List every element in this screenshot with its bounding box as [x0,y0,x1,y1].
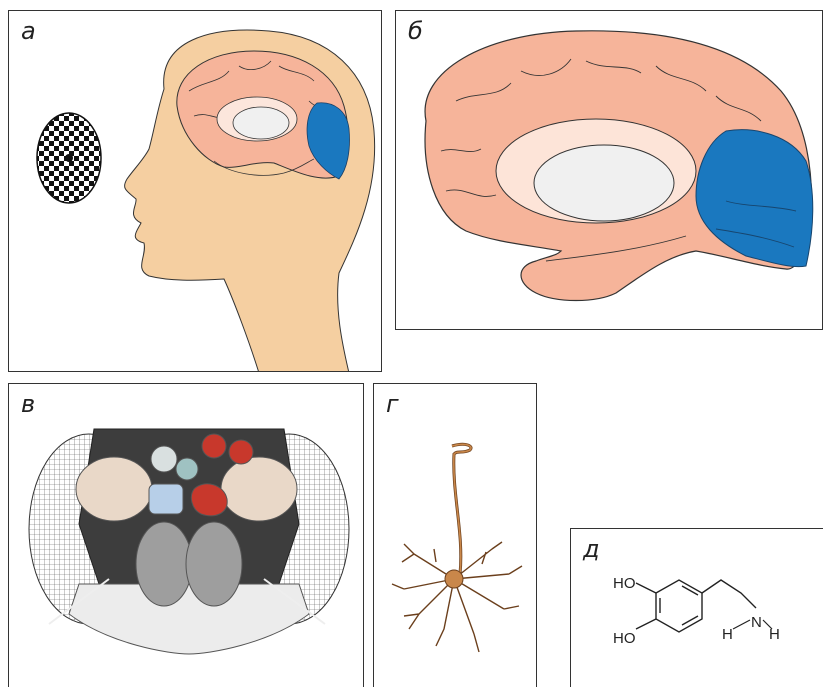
panel-g-illustration [374,384,537,687]
amine-h-right: H [769,626,780,643]
panel-d: д HO HO H N H [570,528,823,687]
amine-n: N [751,614,762,631]
panel-g: г [373,383,537,687]
antennal-lobe [191,484,227,516]
pyramidal-neuron [392,444,522,652]
panel-b-illustration [396,11,823,330]
hydroxyl-top: HO [613,575,636,592]
dopamine-structure: HO HO H N H [571,529,823,687]
panel-a-illustration [9,11,382,372]
amine-h-left: H [722,626,733,643]
hydroxyl-bottom: HO [613,630,636,647]
panel-v-illustration [9,384,364,687]
panel-b: б [395,10,823,330]
checkerboard-stimulus [37,113,101,203]
neuron-soma [445,570,463,588]
panel-v: в [8,383,364,687]
panel-a: а [8,10,382,372]
